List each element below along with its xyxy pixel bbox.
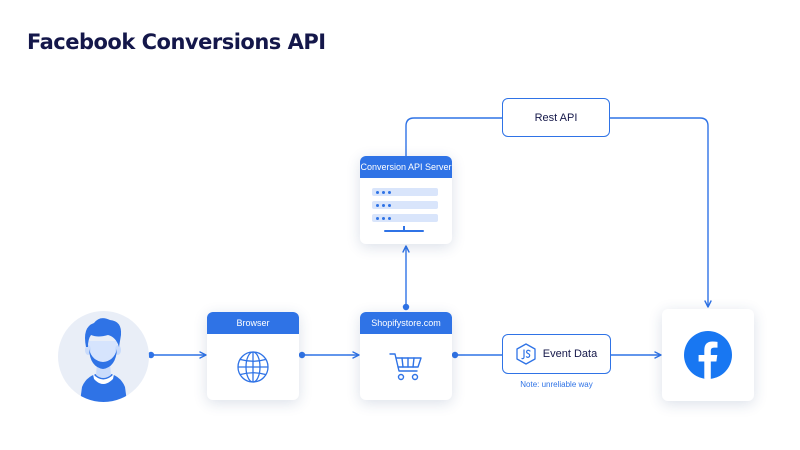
store-label: Shopifystore.com: [360, 312, 452, 334]
connector-server-restapi-facebook: [405, 117, 712, 308]
server-label: Conversion API Server: [360, 156, 452, 178]
shopping-cart-icon: [389, 353, 422, 381]
rest-api-node: Rest API: [502, 98, 610, 137]
event-data-note: Note: unreliable way: [520, 380, 593, 389]
page-title: Facebook Conversions API: [27, 30, 326, 54]
store-node: Shopifystore.com: [360, 312, 452, 400]
globe-icon: [237, 351, 269, 383]
connector-user-browser: [147, 351, 207, 359]
browser-node: Browser: [207, 312, 299, 400]
rest-api-label: Rest API: [534, 111, 578, 124]
browser-label: Browser: [207, 312, 299, 334]
server-node: Conversion API Server: [360, 156, 452, 244]
user-avatar-icon: [80, 318, 127, 402]
facebook-logo-icon: [684, 331, 732, 380]
facebook-node: [662, 309, 754, 401]
connector-browser-store: [298, 351, 360, 359]
connector-store-facebook: [451, 351, 662, 359]
event-data-label: Event Data: [542, 348, 598, 360]
nodejs-icon: [516, 343, 536, 365]
user-avatar: [58, 311, 149, 402]
event-data-node: Event Data: [502, 334, 611, 374]
connector-store-server: [402, 245, 410, 311]
